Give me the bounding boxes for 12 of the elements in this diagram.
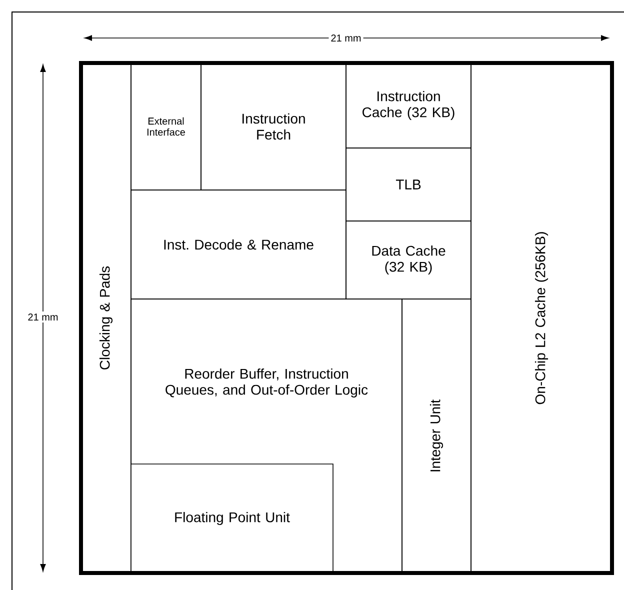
block-box: TLB [346, 148, 472, 222]
block-box: External Interface [130, 62, 202, 190]
block-box: Inst. Decode & Rename [130, 190, 346, 300]
node-label: Clocking & Pads [99, 266, 113, 370]
block-box: Integer Unit [402, 298, 472, 574]
block-box: On-Chip L2 Cache (256KB) [470, 62, 612, 574]
block-box: Data Cache (32 KB) [346, 220, 472, 300]
block-box: Floating Point Unit [130, 464, 334, 574]
dimension-label: 21 mm [328, 32, 364, 44]
block-box: Instruction Cache (32 KB) [346, 62, 472, 148]
dimension-label: 21 mm [26, 312, 60, 322]
block-box: Instruction Fetch [200, 62, 346, 190]
